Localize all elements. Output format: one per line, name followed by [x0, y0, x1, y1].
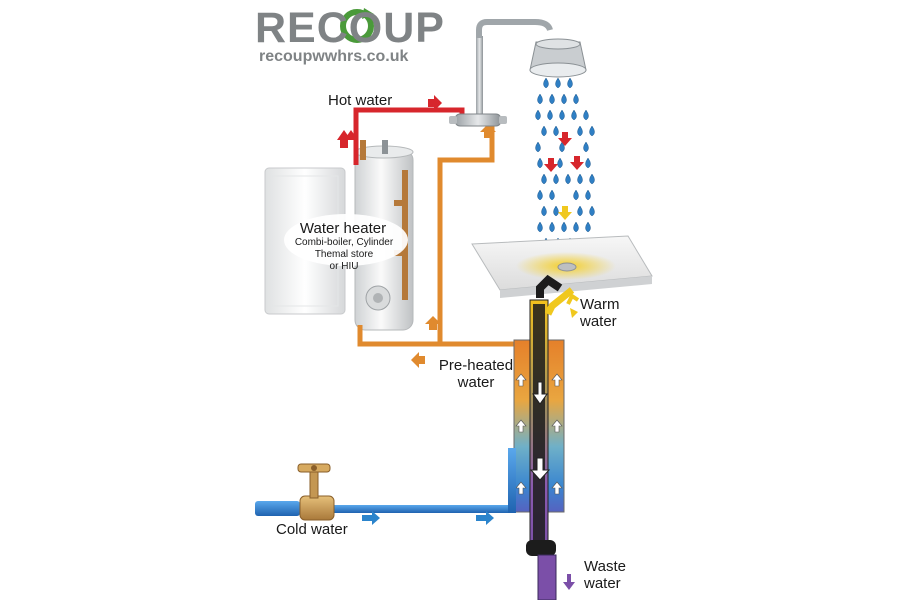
- water-heater-description: Combi-boiler, Cylinder Themal store or H…: [278, 237, 410, 273]
- water-drop: [543, 77, 549, 89]
- up-arrow-icon: [515, 419, 527, 433]
- up-arrow-icon: [551, 373, 563, 387]
- water-drop: [583, 109, 589, 121]
- water-drop: [555, 77, 561, 89]
- cold-water-label: Cold water: [276, 521, 348, 538]
- water-drop: [577, 205, 583, 217]
- up-arrow-icon: [551, 481, 563, 495]
- water-drop: [547, 109, 553, 121]
- water-heater: [264, 140, 414, 331]
- water-drop: [537, 157, 543, 169]
- water-drop: [541, 205, 547, 217]
- warm-water-label: Warm water: [580, 296, 619, 330]
- water-drop: [567, 77, 573, 89]
- water-drop: [559, 109, 565, 121]
- water-drop: [565, 173, 571, 185]
- water-drop: [577, 125, 583, 137]
- preheated-water-line-1: Pre-heated: [438, 357, 514, 374]
- heat-exchanger: [513, 274, 580, 600]
- water-drop: [585, 221, 591, 233]
- preheated-water-label: Pre-heated water: [432, 357, 520, 391]
- up-arrow-icon: [515, 373, 527, 387]
- water-drop: [573, 221, 579, 233]
- waste-water-line-2: water: [584, 575, 621, 592]
- water-drop: [541, 125, 547, 137]
- water-drop: [583, 141, 589, 153]
- water-drop: [537, 93, 543, 105]
- water-drop: [573, 93, 579, 105]
- water-drop: [571, 109, 577, 121]
- cold-water-pipe: [255, 448, 516, 525]
- water-drop: [585, 189, 591, 201]
- logo-url: recoupwwhrs.co.uk: [259, 48, 409, 65]
- water-drop: [549, 221, 555, 233]
- water-drop: [549, 189, 555, 201]
- water-drop: [589, 125, 595, 137]
- water-drop: [589, 205, 595, 217]
- logo-recycle-ring: [340, 8, 374, 43]
- preheated-water-line-2: water: [457, 374, 495, 391]
- waste-water-line-1: Waste: [584, 558, 626, 575]
- water-drop: [559, 141, 565, 153]
- shower-assembly: [449, 19, 587, 127]
- shower-tray: [471, 235, 653, 298]
- water-drop: [553, 125, 559, 137]
- water-drop: [553, 173, 559, 185]
- up-arrow-icon: [551, 419, 563, 433]
- water-drop: [577, 173, 583, 185]
- waste-water-label: Waste water: [584, 558, 626, 592]
- water-heater-title: Water heater: [299, 220, 387, 237]
- water-drop: [561, 93, 567, 105]
- warm-water-line-2: water: [580, 313, 617, 330]
- water-drop: [573, 189, 579, 201]
- water-drop: [535, 109, 541, 121]
- preheated-water-pipe: [357, 122, 520, 368]
- water-drop: [549, 93, 555, 105]
- hot-water-label: Hot water: [328, 92, 393, 109]
- logo-wordmark: RECOUP: [255, 4, 445, 52]
- falling-water-arrows: [544, 132, 584, 220]
- up-arrow-icon: [515, 481, 527, 495]
- water-drop: [535, 141, 541, 153]
- water-drop: [541, 173, 547, 185]
- water-heater-line-1: Combi-boiler, Cylinder: [294, 237, 394, 248]
- water-drop: [537, 189, 543, 201]
- water-drop: [557, 157, 563, 169]
- stop-tap-icon: [297, 463, 335, 521]
- water-drop: [585, 157, 591, 169]
- water-drop: [589, 173, 595, 185]
- water-drop: [561, 221, 567, 233]
- water-drop: [553, 205, 559, 217]
- water-drop: [537, 221, 543, 233]
- warm-water-line-1: Warm: [580, 296, 620, 313]
- water-heater-line-2: Themal store: [314, 249, 374, 260]
- water-drops: [535, 77, 595, 249]
- water-heater-line-3: or HIU: [329, 261, 359, 272]
